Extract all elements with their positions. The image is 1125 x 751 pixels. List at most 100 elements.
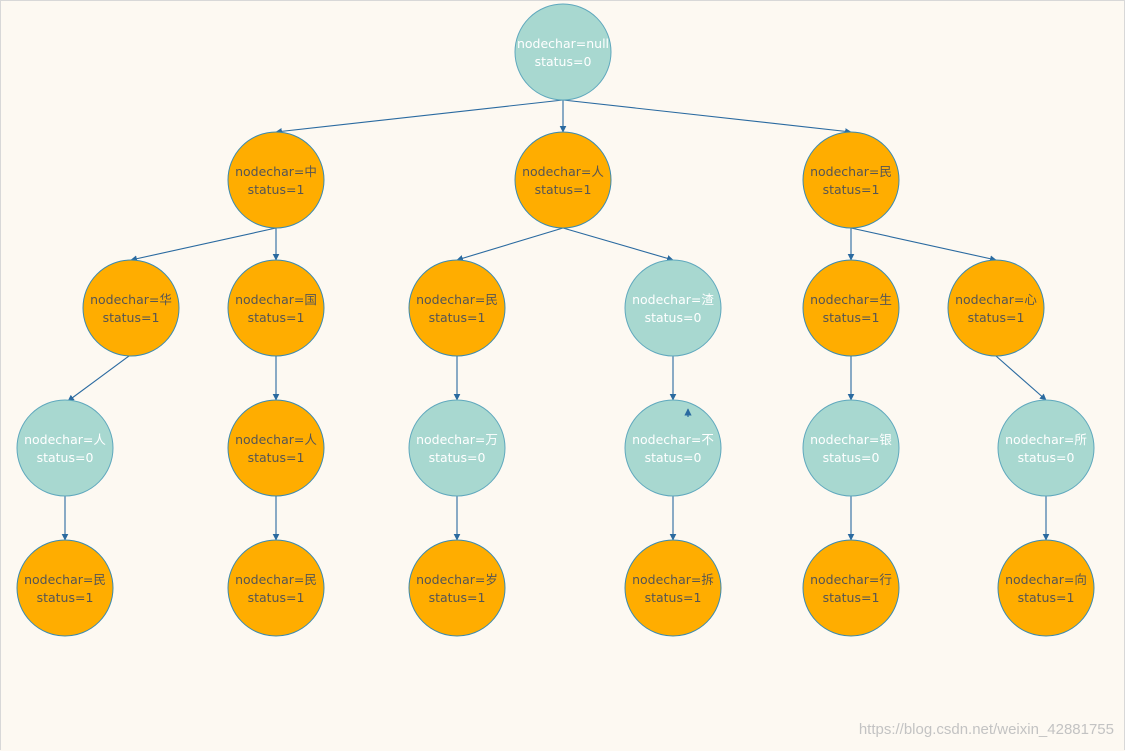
node-circle: [624, 399, 722, 497]
node-char-label: nodechar=民: [810, 164, 892, 179]
node-status-label: status=0: [1018, 450, 1075, 465]
node-circle: [408, 399, 506, 497]
node-wan[interactable]: nodechar=万 status=0: [408, 399, 506, 497]
node-char-label: nodechar=人: [235, 432, 317, 447]
node-status-label: status=1: [248, 450, 305, 465]
node-layer: nodechar=nullstatus=0nodechar=中status=1n…: [16, 3, 1095, 637]
node-chai[interactable]: nodechar=拆 status=1: [624, 539, 722, 637]
node-char-label: nodechar=岁: [416, 572, 498, 587]
node-guo[interactable]: nodechar=国 status=1: [227, 259, 325, 357]
node-status-label: status=1: [1018, 590, 1075, 605]
node-circle: [802, 539, 900, 637]
node-status-label: status=0: [429, 450, 486, 465]
node-char-label: nodechar=中: [235, 164, 317, 179]
node-status-label: status=1: [103, 310, 160, 325]
edge-zhong-to-hua: [130, 227, 277, 262]
node-circle: [997, 399, 1095, 497]
node-sheng[interactable]: nodechar=生 status=1: [802, 259, 900, 357]
node-circle: [802, 259, 900, 357]
node-char-label: nodechar=万: [416, 432, 498, 447]
node-sui[interactable]: nodechar=岁 status=1: [408, 539, 506, 637]
node-char-label: nodechar=null: [517, 36, 609, 51]
node-ren[interactable]: nodechar=人 status=1: [514, 131, 612, 229]
node-status-label: status=0: [37, 450, 94, 465]
node-status-label: status=1: [535, 182, 592, 197]
node-char-label: nodechar=心: [955, 292, 1037, 307]
node-hua[interactable]: nodechar=华 status=1: [82, 259, 180, 357]
node-status-label: status=1: [823, 182, 880, 197]
node-char-label: nodechar=人: [24, 432, 106, 447]
node-min-top[interactable]: nodechar=民 status=1: [802, 131, 900, 229]
node-char-label: nodechar=国: [235, 292, 317, 307]
node-char-label: nodechar=生: [810, 292, 892, 307]
node-yin[interactable]: nodechar=银 status=0: [802, 399, 900, 497]
edge-layer: [61, 99, 1050, 541]
node-circle: [624, 259, 722, 357]
node-char-label: nodechar=所: [1005, 432, 1087, 447]
node-status-label: status=0: [645, 450, 702, 465]
node-status-label: status=1: [429, 590, 486, 605]
node-char-label: nodechar=民: [24, 572, 106, 587]
node-guo-ren-min[interactable]: nodechar=民 status=1: [227, 539, 325, 637]
node-status-label: status=0: [645, 310, 702, 325]
edge-min-top-to-xin: [850, 227, 997, 262]
node-circle: [514, 3, 612, 101]
node-status-label: status=1: [968, 310, 1025, 325]
node-status-label: status=1: [429, 310, 486, 325]
node-status-label: status=1: [248, 182, 305, 197]
edge-xin-to-suo: [995, 355, 1047, 401]
node-hua-ren[interactable]: nodechar=人 status=0: [16, 399, 114, 497]
node-circle: [802, 131, 900, 229]
node-char-label: nodechar=人: [522, 164, 604, 179]
node-circle: [947, 259, 1045, 357]
node-zhong[interactable]: nodechar=中 status=1: [227, 131, 325, 229]
node-circle: [227, 259, 325, 357]
node-circle: [514, 131, 612, 229]
node-circle: [802, 399, 900, 497]
node-circle: [408, 259, 506, 357]
edge-hua-to-hua-ren: [67, 355, 130, 402]
node-circle: [624, 539, 722, 637]
node-bu[interactable]: nodechar=不 status=0: [624, 399, 722, 497]
node-status-label: status=1: [823, 310, 880, 325]
node-status-label: status=0: [823, 450, 880, 465]
node-circle: [997, 539, 1095, 637]
edge-ren-to-zha: [562, 227, 674, 262]
node-status-label: status=1: [645, 590, 702, 605]
node-circle: [16, 539, 114, 637]
node-char-label: nodechar=向: [1005, 572, 1087, 587]
watermark-text: https://blog.csdn.net/weixin_42881755: [858, 721, 1114, 738]
node-root[interactable]: nodechar=null status=0: [514, 3, 612, 101]
node-char-label: nodechar=民: [235, 572, 317, 587]
edge-ren-to-ren-min: [456, 227, 564, 262]
node-status-label: status=0: [535, 54, 592, 69]
node-xin[interactable]: nodechar=心 status=1: [947, 259, 1045, 357]
node-circle: [408, 539, 506, 637]
node-zha[interactable]: nodechar=渣 status=0: [624, 259, 722, 357]
node-ren-min[interactable]: nodechar=民 status=1: [408, 259, 506, 357]
node-hua-ren-min[interactable]: nodechar=民 status=1: [16, 539, 114, 637]
node-char-label: nodechar=华: [90, 292, 172, 307]
node-status-label: status=1: [37, 590, 94, 605]
node-guo-ren[interactable]: nodechar=人 status=1: [227, 399, 325, 497]
node-circle: [227, 131, 325, 229]
node-char-label: nodechar=渣: [632, 292, 714, 307]
node-circle: [227, 539, 325, 637]
edge-root-to-min-top: [562, 99, 852, 135]
node-status-label: status=1: [248, 310, 305, 325]
node-char-label: nodechar=银: [810, 432, 892, 447]
edge-root-to-zhong: [275, 99, 564, 135]
node-xiang[interactable]: nodechar=向 status=1: [997, 539, 1095, 637]
node-circle: [82, 259, 180, 357]
node-status-label: status=1: [823, 590, 880, 605]
node-circle: [16, 399, 114, 497]
node-char-label: nodechar=拆: [632, 572, 714, 587]
node-suo[interactable]: nodechar=所 status=0: [997, 399, 1095, 497]
node-char-label: nodechar=民: [416, 292, 498, 307]
node-status-label: status=1: [248, 590, 305, 605]
node-char-label: nodechar=不: [632, 432, 714, 447]
node-circle: [227, 399, 325, 497]
